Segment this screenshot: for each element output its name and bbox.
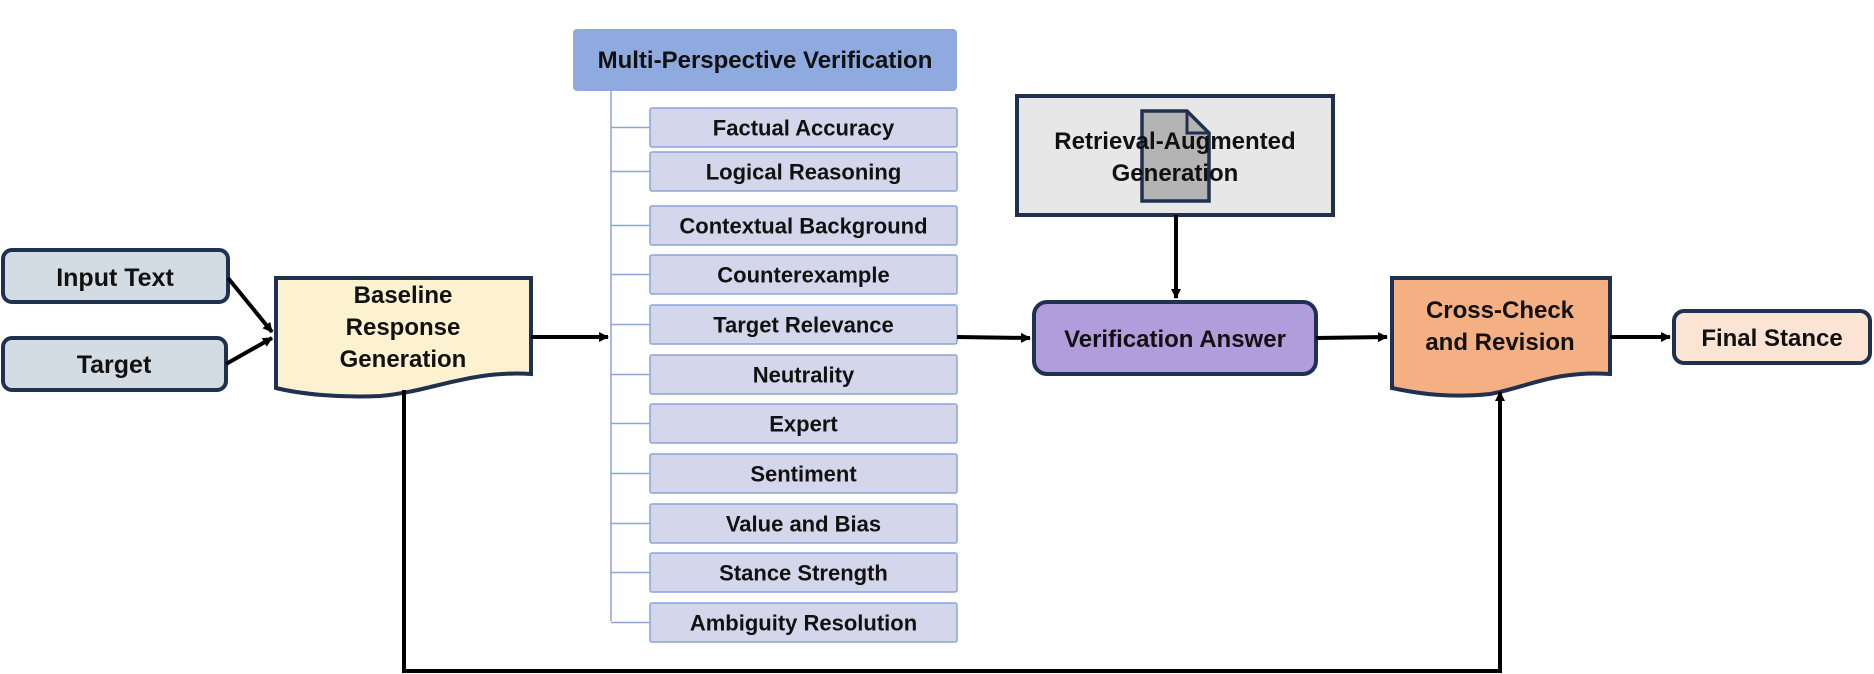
perspective-label: Stance Strength bbox=[719, 561, 888, 586]
perspective-box bbox=[649, 552, 958, 593]
target-label: Target bbox=[77, 351, 152, 379]
final-stance-node: Final Stance bbox=[1672, 309, 1872, 365]
perspective-label: Contextual Background bbox=[679, 214, 927, 239]
perspective-label: Target Relevance bbox=[713, 313, 894, 338]
perspective-label: Neutrality bbox=[753, 363, 855, 388]
perspective-label: Logical Reasoning bbox=[706, 160, 902, 185]
arrow-baseline-to-crosscheck bbox=[402, 390, 1505, 673]
mpv-header-label: Multi-Perspective Verification bbox=[598, 47, 933, 74]
perspective-label: Sentiment bbox=[750, 462, 857, 487]
perspective-label: Counterexample bbox=[717, 263, 889, 288]
final-stance-label: Final Stance bbox=[1701, 325, 1842, 352]
rag-node: Retrieval-Augmented Generation bbox=[1015, 94, 1335, 217]
perspective-box bbox=[649, 254, 958, 295]
perspective-label: Ambiguity Resolution bbox=[690, 611, 917, 636]
perspective-stance-strength: Stance Strength bbox=[611, 552, 958, 593]
perspective-logical-reasoning: Logical Reasoning bbox=[611, 151, 958, 192]
baseline-line-3: Generation bbox=[340, 346, 467, 373]
perspective-counterexample: Counterexample bbox=[611, 254, 958, 295]
perspective-box bbox=[649, 403, 958, 444]
perspective-label: Value and Bias bbox=[726, 512, 881, 537]
arrow-target-to-baseline bbox=[225, 336, 273, 366]
verification-answer-node: Verification Answer bbox=[1032, 300, 1318, 376]
cross-check-node: Cross-Check and Revision bbox=[1390, 276, 1612, 398]
perspective-box bbox=[649, 151, 958, 192]
cross-check-line-1: Cross-Check bbox=[1426, 297, 1575, 324]
baseline-response-node: Baseline Response Generation bbox=[274, 276, 533, 399]
verification-answer-label: Verification Answer bbox=[1064, 326, 1286, 353]
perspective-box bbox=[649, 453, 958, 494]
document-icon bbox=[1140, 109, 1211, 203]
perspective-expert: Expert bbox=[611, 403, 958, 444]
perspective-label: Expert bbox=[769, 412, 838, 437]
perspective-box bbox=[649, 602, 958, 643]
input-text-node: Input Text bbox=[1, 248, 230, 304]
baseline-line-2: Response bbox=[346, 314, 461, 341]
perspective-box bbox=[649, 205, 958, 246]
arrow-input-to-baseline bbox=[226, 276, 274, 334]
arrow-perspectives-to-answer bbox=[956, 332, 1031, 343]
rag-line-1: Retrieval-Augmented bbox=[1054, 128, 1295, 155]
arrow-answer-to-crosscheck bbox=[1315, 332, 1388, 343]
perspective-box bbox=[649, 304, 958, 345]
perspective-ambiguity-resolution: Ambiguity Resolution bbox=[611, 602, 958, 643]
input-text-label: Input Text bbox=[56, 264, 174, 292]
perspective-target-relevance: Target Relevance bbox=[611, 304, 958, 345]
perspective-neutrality: Neutrality bbox=[611, 354, 958, 395]
perspective-box bbox=[649, 354, 958, 395]
target-node: Target bbox=[1, 336, 228, 392]
perspective-factual-accuracy: Factual Accuracy bbox=[611, 107, 958, 148]
perspective-box bbox=[649, 503, 958, 544]
perspective-label: Factual Accuracy bbox=[713, 116, 895, 141]
perspective-contextual-background: Contextual Background bbox=[611, 205, 958, 246]
perspective-value-and-bias: Value and Bias bbox=[611, 503, 958, 544]
perspective-sentiment: Sentiment bbox=[611, 453, 958, 494]
baseline-line-1: Baseline bbox=[354, 282, 453, 309]
rag-line-2: Generation bbox=[1112, 160, 1239, 187]
cross-check-line-2: and Revision bbox=[1425, 329, 1574, 356]
mpv-header: Multi-Perspective Verification bbox=[573, 29, 957, 91]
perspective-box bbox=[649, 107, 958, 148]
